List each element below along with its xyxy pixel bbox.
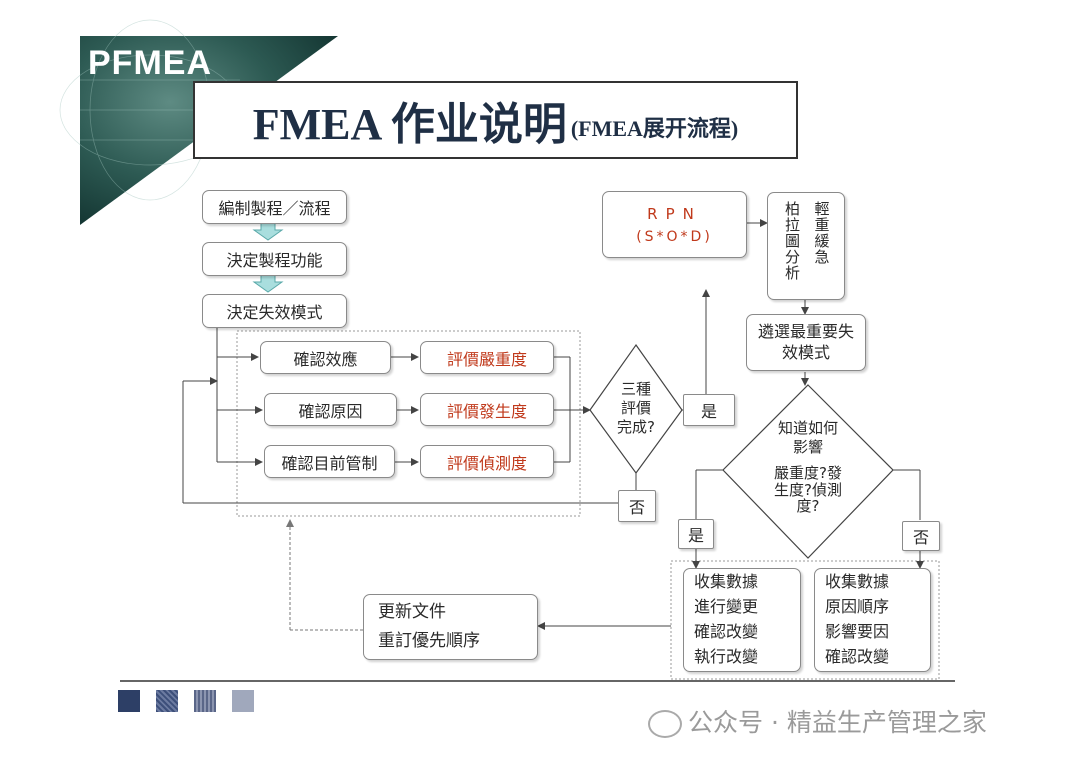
watermark-text: 公众号 · 精益生产管理之家	[688, 708, 987, 737]
action-no-item: 影響要因	[825, 622, 890, 641]
decision-1-yes: 是	[683, 394, 735, 426]
action-yes-item: 執行改變	[694, 646, 759, 666]
rpn-formula: (S*O*D)	[636, 228, 713, 245]
page-title: FMEA 作业说明	[252, 100, 567, 149]
decision-2-criteria: 嚴重度?發生度?偵測度?	[774, 464, 842, 515]
update-document-box: 更新文件 重訂優先順序	[363, 594, 538, 660]
action-no-item: 確認改變	[825, 646, 890, 666]
decision-2-no: 否	[902, 521, 940, 551]
footer-square-3	[194, 690, 216, 712]
update-document-label: 更新文件	[378, 602, 446, 623]
pareto-box: 柏拉圖分析 輕重緩急	[767, 192, 845, 300]
step-process-function: 決定製程功能	[202, 242, 347, 276]
action-yes-item: 確認改變	[694, 622, 759, 641]
action-no-box: 收集數據 原因順序 影響要因 確認改變	[814, 568, 931, 672]
decision-1-no: 否	[618, 490, 656, 522]
rpn-box: RPN (S*O*D)	[602, 191, 747, 258]
evaluate-severity: 評價嚴重度	[420, 341, 554, 374]
step-failure-mode: 決定失效模式	[202, 294, 347, 328]
footer-square-2	[156, 690, 178, 712]
decision-1-label: 三種評價完成?	[617, 380, 655, 436]
wechat-icon	[648, 710, 682, 738]
watermark: 公众号 · 精益生产管理之家	[648, 703, 987, 739]
action-yes-item: 進行變更	[694, 597, 759, 617]
action-no-item: 收集數據	[825, 572, 890, 592]
evaluate-detection: 評價偵測度	[420, 445, 554, 478]
rpn-label: RPN	[647, 204, 702, 223]
evaluate-occurrence: 評價發生度	[420, 393, 554, 426]
confirm-current-control: 確認目前管制	[264, 445, 395, 478]
confirm-cause: 確認原因	[264, 393, 397, 426]
footer-square-4	[232, 690, 254, 712]
confirm-effect: 確認效應	[260, 341, 391, 374]
title-box: FMEA 作业说明 (FMEA展开流程)	[193, 81, 798, 159]
action-yes-box: 收集數據 進行變更 確認改變 執行改變	[683, 568, 801, 672]
step-process-flow: 編制製程／流程	[202, 190, 347, 224]
decision-2-title: 知道如何影響	[777, 419, 838, 456]
action-no-item: 原因順序	[825, 597, 890, 617]
footer-square-1	[118, 690, 140, 712]
select-failure-mode: 遴選最重要失效模式	[746, 314, 866, 371]
decision-diamond-1	[589, 343, 683, 475]
decision-diamond-2	[722, 384, 894, 559]
reprioritize-label: 重訂優先順序	[378, 631, 480, 651]
brand-label: PFMEA	[88, 44, 212, 82]
pareto-label: 柏拉圖分析	[783, 201, 801, 281]
decision-2-yes: 是	[678, 519, 714, 549]
priority-label: 輕重緩急	[812, 201, 831, 265]
action-yes-item: 收集數據	[694, 572, 759, 592]
page-subtitle: (FMEA展开流程)	[570, 116, 739, 141]
